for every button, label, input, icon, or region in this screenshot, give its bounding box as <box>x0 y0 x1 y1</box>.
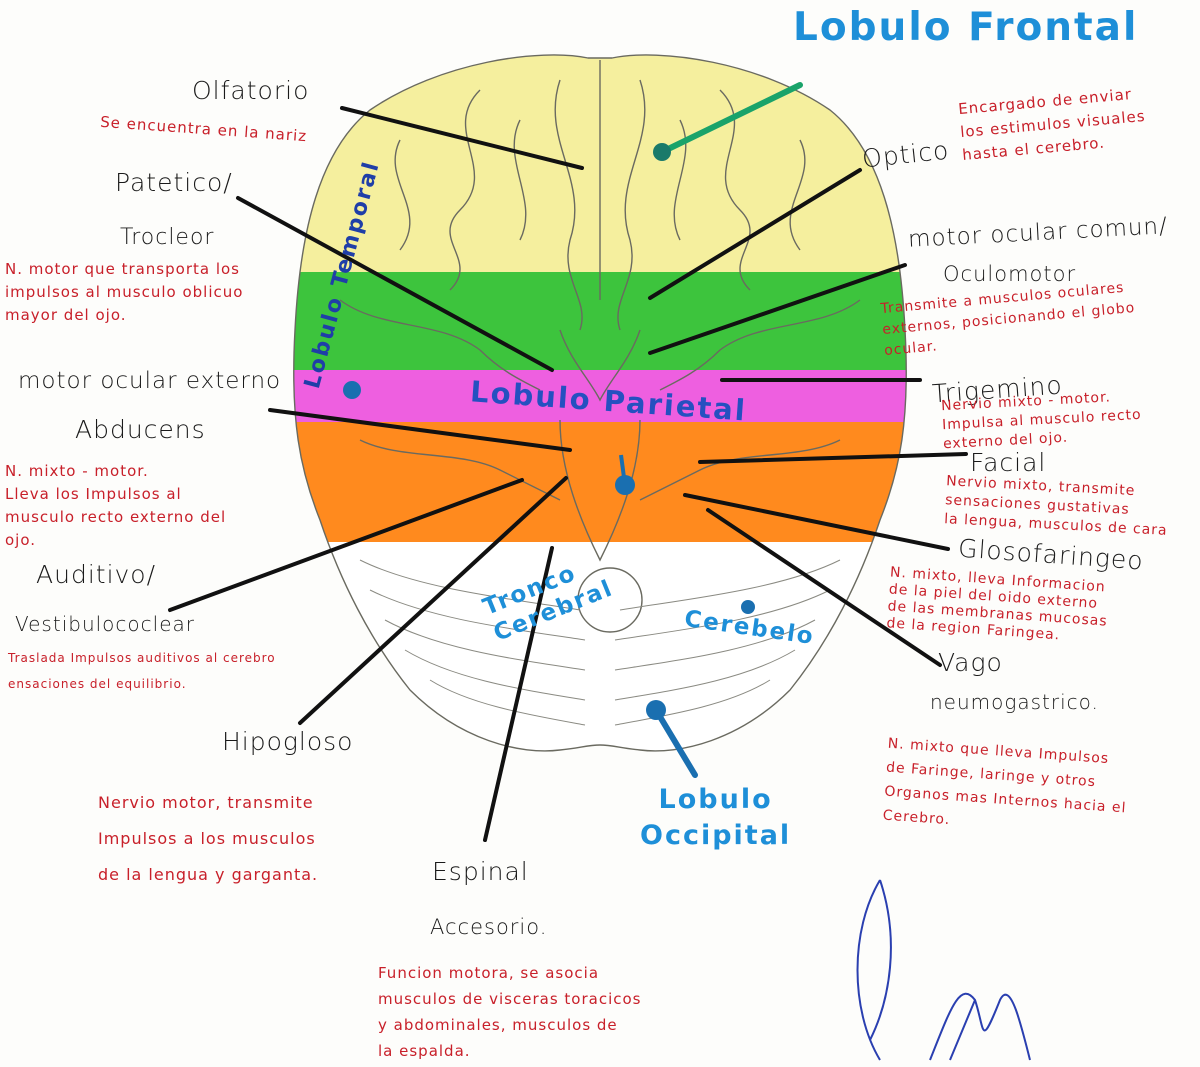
nerve-label-facial: Facial <box>970 448 1046 477</box>
nerve-label-patetico: Patetico/ <box>115 168 233 197</box>
note-line: de la lengua y garganta. <box>98 857 318 893</box>
lobe-label-occipital-line1: Lobulo <box>640 782 791 818</box>
note-line: impulsos al musculo oblicuo <box>5 281 243 304</box>
note-line: la espalda. <box>378 1038 641 1064</box>
note-espinal: Funcion motora, se asocia musculos de vi… <box>378 960 641 1064</box>
note-facial: Nervio mixto, transmite sensaciones gust… <box>944 472 1170 541</box>
temporal-dot <box>343 381 361 399</box>
note-line: N. mixto - motor. <box>5 460 226 483</box>
lobe-label-occipital-line2: Occipital <box>640 818 791 854</box>
note-auditivo: Traslada Impulsos auditivos al cerebro e… <box>8 645 276 697</box>
note-vago: N. mixto que lleva Impulsos de Faringe, … <box>882 732 1131 845</box>
parietal-dot <box>615 475 635 495</box>
note-line: Nervio motor, transmite <box>98 785 318 821</box>
note-line: y abdominales, musculos de <box>378 1012 641 1038</box>
nerve-label-oculomotor: Oculomotor <box>943 262 1076 286</box>
note-line: musculos de visceras toracicos <box>378 986 641 1012</box>
nerve-label-auditivo: Auditivo/ <box>36 560 156 589</box>
note-line: Lleva los Impulsos al <box>5 483 226 506</box>
nerve-label-motor-ocular-externo: motor ocular externo <box>18 368 281 394</box>
nerve-label-abducens: Abducens <box>75 415 206 444</box>
note-patetico: N. motor que transporta los impulsos al … <box>5 258 243 327</box>
note-hipogloso: Nervio motor, transmite Impulsos a los m… <box>98 785 318 893</box>
note-line: ojo. <box>5 529 226 552</box>
note-line: musculo recto externo del <box>5 506 226 529</box>
lobe-label-occipital: Lobulo Occipital <box>640 782 791 854</box>
signature <box>858 880 1031 1060</box>
note-trigemino: Nervio mixto - motor. Impulsa al musculo… <box>941 387 1143 454</box>
note-line: Impulsos a los musculos <box>98 821 318 857</box>
nerve-label-hipogloso: Hipogloso <box>222 727 353 756</box>
nerve-label-vestibulococlear: Vestibulococlear <box>15 612 195 636</box>
note-line: mayor del ojo. <box>5 304 243 327</box>
nerve-label-olfatorio: Olfatorio <box>192 76 309 105</box>
note-line: Traslada Impulsos auditivos al cerebro <box>8 645 276 671</box>
note-line: N. motor que transporta los <box>5 258 243 281</box>
lobe-label-frontal: Lobulo Frontal <box>793 5 1138 50</box>
nerve-label-neumogastrico: neumogastrico. <box>930 690 1099 714</box>
nerve-label-vago: Vago <box>938 648 1003 677</box>
cerebelo-dot <box>741 600 755 614</box>
note-line: Funcion motora, se asocia <box>378 960 641 986</box>
occipital-dot <box>646 700 666 720</box>
note-abducens: N. mixto - motor. Lleva los Impulsos al … <box>5 460 226 552</box>
note-line: ensaciones del equilibrio. <box>8 671 276 697</box>
nerve-label-trocleor: Trocleor <box>120 225 214 250</box>
nerve-label-accesorio: Accesorio. <box>430 915 547 939</box>
nerve-label-espinal: Espinal <box>432 857 529 886</box>
frontal-dot <box>653 143 671 161</box>
